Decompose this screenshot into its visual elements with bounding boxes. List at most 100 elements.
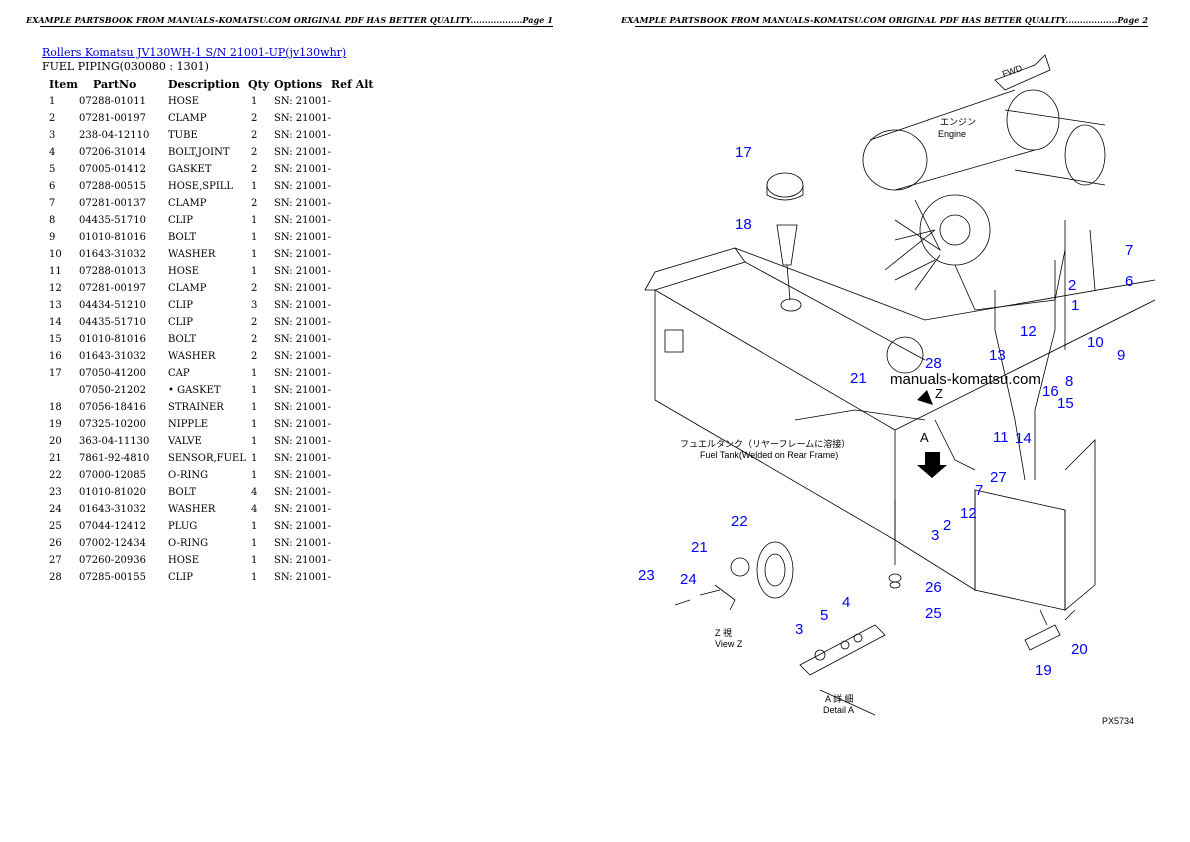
callout-number: 21: [850, 370, 867, 387]
options-cell: SN: 21001-: [274, 453, 331, 464]
item-cell: 7: [49, 198, 56, 209]
callout-number: 17: [735, 144, 752, 161]
qty-cell: 2: [251, 351, 258, 362]
description-cell: • GASKET: [168, 385, 221, 396]
ref-alt-cell: [331, 212, 374, 229]
options-cell: SN: 21001-: [274, 334, 331, 345]
col-options: Options: [274, 78, 323, 91]
options-cell: SN: 21001-: [274, 368, 331, 379]
options-cell: SN: 21001-: [274, 249, 331, 260]
partno-cell: 01643-31032: [79, 351, 147, 362]
callout-number: 2: [943, 517, 951, 534]
item-cell: 13: [49, 300, 62, 311]
parts-list-page: EXAMPLE PARTSBOOK FROM MANUALS-KOMATSU.C…: [26, 15, 553, 586]
ref-alt-cell: [331, 467, 374, 484]
ref-alt-cell: [331, 348, 374, 365]
title-link[interactable]: Rollers Komatsu JV130WH-1 S/N 21001-UP(j…: [42, 46, 347, 59]
partno-cell: 01010-81016: [79, 232, 147, 243]
callout-number: 6: [1125, 273, 1133, 290]
item-cell: 9: [49, 232, 56, 243]
item-cell: 21: [49, 453, 62, 464]
item-cell: 27: [49, 555, 62, 566]
callout-number: 4: [842, 594, 850, 611]
partno-cell: 04435-51710: [79, 215, 147, 226]
qty-cell: 2: [251, 113, 258, 124]
callout-number: 9: [1117, 347, 1125, 364]
callout-number: 24: [680, 571, 697, 588]
options-cell: SN: 21001-: [274, 215, 331, 226]
section-subtitle: FUEL PIPING(030080 : 1301): [42, 60, 209, 73]
qty-cell: 1: [251, 521, 258, 532]
description-cell: WASHER: [168, 504, 216, 515]
qty-cell: 1: [251, 572, 258, 583]
callout-number: 12: [1020, 323, 1037, 340]
engine-label: Engine: [938, 129, 966, 139]
qty-cell: 2: [251, 283, 258, 294]
description-cell: CAP: [168, 368, 190, 379]
item-cell: 20: [49, 436, 62, 447]
item-cell: 8: [49, 215, 56, 226]
callout-number: 16: [1042, 383, 1059, 400]
callout-number: 21: [691, 539, 708, 556]
col-partno: PartNo: [93, 78, 137, 91]
qty-cell: 1: [251, 419, 258, 430]
callout-number: 20: [1071, 641, 1088, 658]
callout-number: 26: [925, 579, 942, 596]
qty-cell: 1: [251, 538, 258, 549]
options-cell: SN: 21001-: [274, 419, 331, 430]
ref-alt-cell: [331, 535, 374, 552]
watermark: manuals-komatsu.com: [890, 371, 1041, 388]
page-header: EXAMPLE PARTSBOOK FROM MANUALS-KOMATSU.C…: [26, 15, 553, 27]
ref-alt-cell: [331, 263, 374, 280]
callout-number: 27: [990, 469, 1007, 486]
options-cell: SN: 21001-: [274, 130, 331, 141]
callout-number: 10: [1087, 334, 1104, 351]
partno-cell: 07325-10200: [79, 419, 147, 430]
options-cell: SN: 21001-: [274, 436, 331, 447]
options-cell: SN: 21001-: [274, 572, 331, 583]
callout-number: 7: [1125, 242, 1133, 259]
description-cell: O-RING: [168, 538, 209, 549]
options-cell: SN: 21001-: [274, 521, 331, 532]
table-header-row: Item PartNo Description Qty Options Ref …: [42, 76, 373, 93]
partno-cell: 07002-12434: [79, 538, 147, 549]
item-cell: 10: [49, 249, 62, 260]
options-cell: SN: 21001-: [274, 181, 331, 192]
qty-cell: 1: [251, 385, 258, 396]
engine-label-jp: エンジン: [940, 117, 976, 127]
item-cell: 1: [49, 96, 56, 107]
ref-alt-cell: [331, 450, 374, 467]
qty-cell: 1: [251, 555, 258, 566]
partno-cell: 04435-51710: [79, 317, 147, 328]
ref-alt-cell: [331, 331, 374, 348]
qty-cell: 2: [251, 147, 258, 158]
partno-cell: 07050-41200: [79, 368, 147, 379]
ref-alt-cell: [331, 297, 374, 314]
description-cell: WASHER: [168, 249, 216, 260]
qty-cell: 1: [251, 232, 258, 243]
callout-number: 15: [1057, 395, 1074, 412]
ref-alt-cell: [331, 484, 374, 501]
page-header: EXAMPLE PARTSBOOK FROM MANUALS-KOMATSU.C…: [621, 15, 1148, 27]
ref-alt-cell: [331, 416, 374, 433]
qty-cell: 1: [251, 266, 258, 277]
callout-number: 13: [989, 347, 1006, 364]
ref-alt-cell: [331, 110, 374, 127]
description-cell: WASHER: [168, 351, 216, 362]
header-text: EXAMPLE PARTSBOOK FROM MANUALS-KOMATSU.C…: [26, 15, 553, 25]
view-z-jp: Z 視: [715, 627, 732, 638]
partno-cell: 07288-00515: [79, 181, 147, 192]
description-cell: O-RING: [168, 470, 209, 481]
parts-table: Item PartNo Description Qty Options Ref …: [42, 76, 373, 586]
options-cell: SN: 21001-: [274, 283, 331, 294]
